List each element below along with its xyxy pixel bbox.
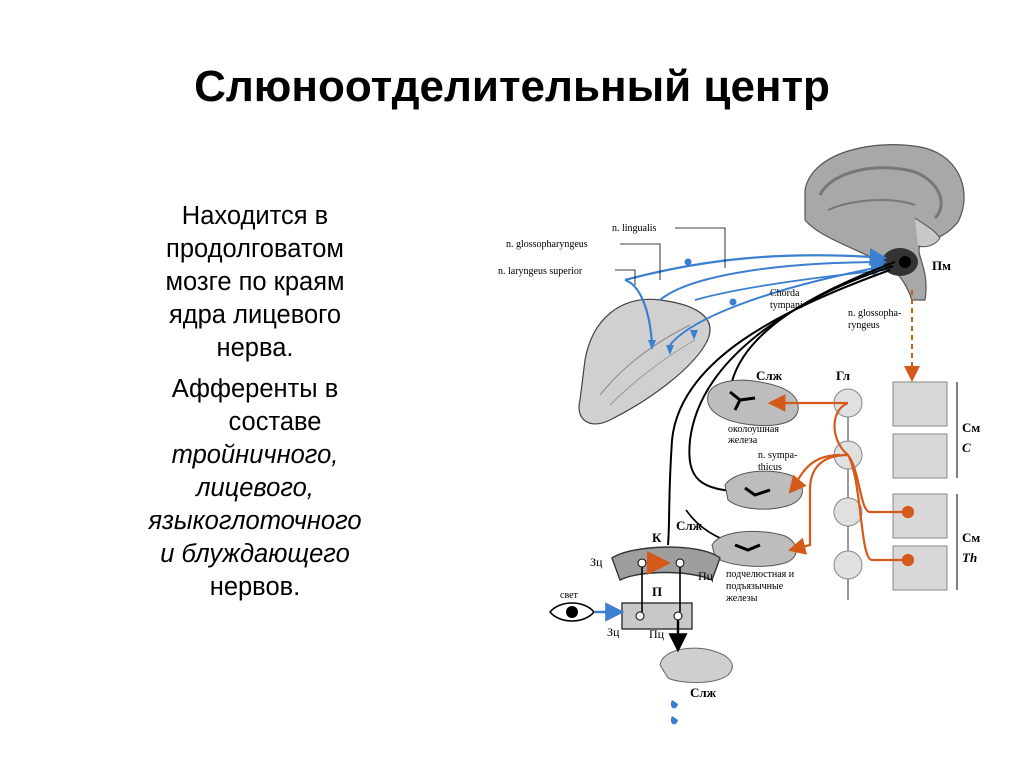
text-line: нерва. <box>216 334 294 362</box>
label-c: C <box>962 440 971 455</box>
label-svet: свет <box>560 590 579 601</box>
label-chorda: Chorda <box>770 288 800 299</box>
ganglion-dot <box>729 298 737 306</box>
text-line: ядра лицевого <box>168 301 342 329</box>
text-line: Находится в <box>181 202 329 230</box>
ganglion-dot <box>684 258 692 266</box>
tongue <box>578 298 711 425</box>
parotid-gland <box>707 379 799 427</box>
paragraph-afferents: Афференты в составе тройничного, лицевог… <box>100 373 410 604</box>
label-gl: Гл <box>836 368 850 383</box>
sublingual-gland <box>711 530 797 567</box>
spinal-segments <box>892 381 958 591</box>
text-line: мозге по краям <box>165 268 345 296</box>
label-n-laryngeus: n. laryngeus superior <box>498 266 583 277</box>
label-thicus: thicus <box>758 462 782 473</box>
diagram-labels: n. lingualis n. glossopharyngeus n. lary… <box>498 223 980 700</box>
nerve-name: языкоглоточного <box>148 507 362 535</box>
label-zc-bot: Зц <box>607 625 620 639</box>
nerve-name: и блуждающего <box>160 540 350 568</box>
label-pc-bot: Пц <box>649 627 665 641</box>
label-k: К <box>652 530 662 545</box>
label-slzh-top: Слж <box>756 368 783 383</box>
label-pc-top: Пц <box>698 569 714 583</box>
slide-title: Слюноотделительный центр <box>194 62 830 111</box>
label-pm: Пм <box>932 258 951 273</box>
label-okolo: околоушная <box>728 424 779 435</box>
nerve-name: тройничного, <box>171 441 339 469</box>
label-tympani: tympani <box>770 300 803 311</box>
label-n-glossph: n. glossopha- <box>848 308 901 319</box>
label-slzh-mid: Слж <box>676 518 703 533</box>
nerve-name: лицевого, <box>196 474 314 502</box>
label-zheleza: железа <box>727 435 758 446</box>
label-zc-top: Зц <box>590 555 603 569</box>
eye-icon <box>548 602 596 622</box>
leader-lines <box>615 227 726 285</box>
label-sm-th: См <box>962 530 980 545</box>
label-n-glossopharyngeus: n. glossopharyngeus <box>506 239 588 250</box>
paragraph-location: Находится в продолговатом мозге по краям… <box>100 200 410 365</box>
label-podyaz: подъязычные <box>726 581 784 592</box>
text-line: Афференты в <box>171 375 339 403</box>
label-podchel: подчелюстная и <box>726 569 795 580</box>
label-n-sympa: n. sympa- <box>758 450 797 461</box>
label-n-lingualis: n. lingualis <box>612 223 657 234</box>
reflex-scheme <box>595 546 721 653</box>
label-th: Th <box>962 550 977 565</box>
label-ryngeus: ryngeus <box>848 320 880 331</box>
text-line: составе <box>228 408 322 436</box>
label-slzh-bot: Слж <box>690 685 717 700</box>
afferent-nerves <box>624 248 888 355</box>
text-line: нервов. <box>209 573 301 601</box>
text-line: продолговатом <box>166 235 344 263</box>
efferent-nerves <box>667 261 896 546</box>
label-zhelezy: железы <box>725 593 758 604</box>
label-p: П <box>652 584 662 599</box>
label-sm-c: См <box>962 420 980 435</box>
slide-text: Находится в продолговатом мозге по краям… <box>100 200 410 612</box>
sympathetic-nerves <box>767 394 915 567</box>
